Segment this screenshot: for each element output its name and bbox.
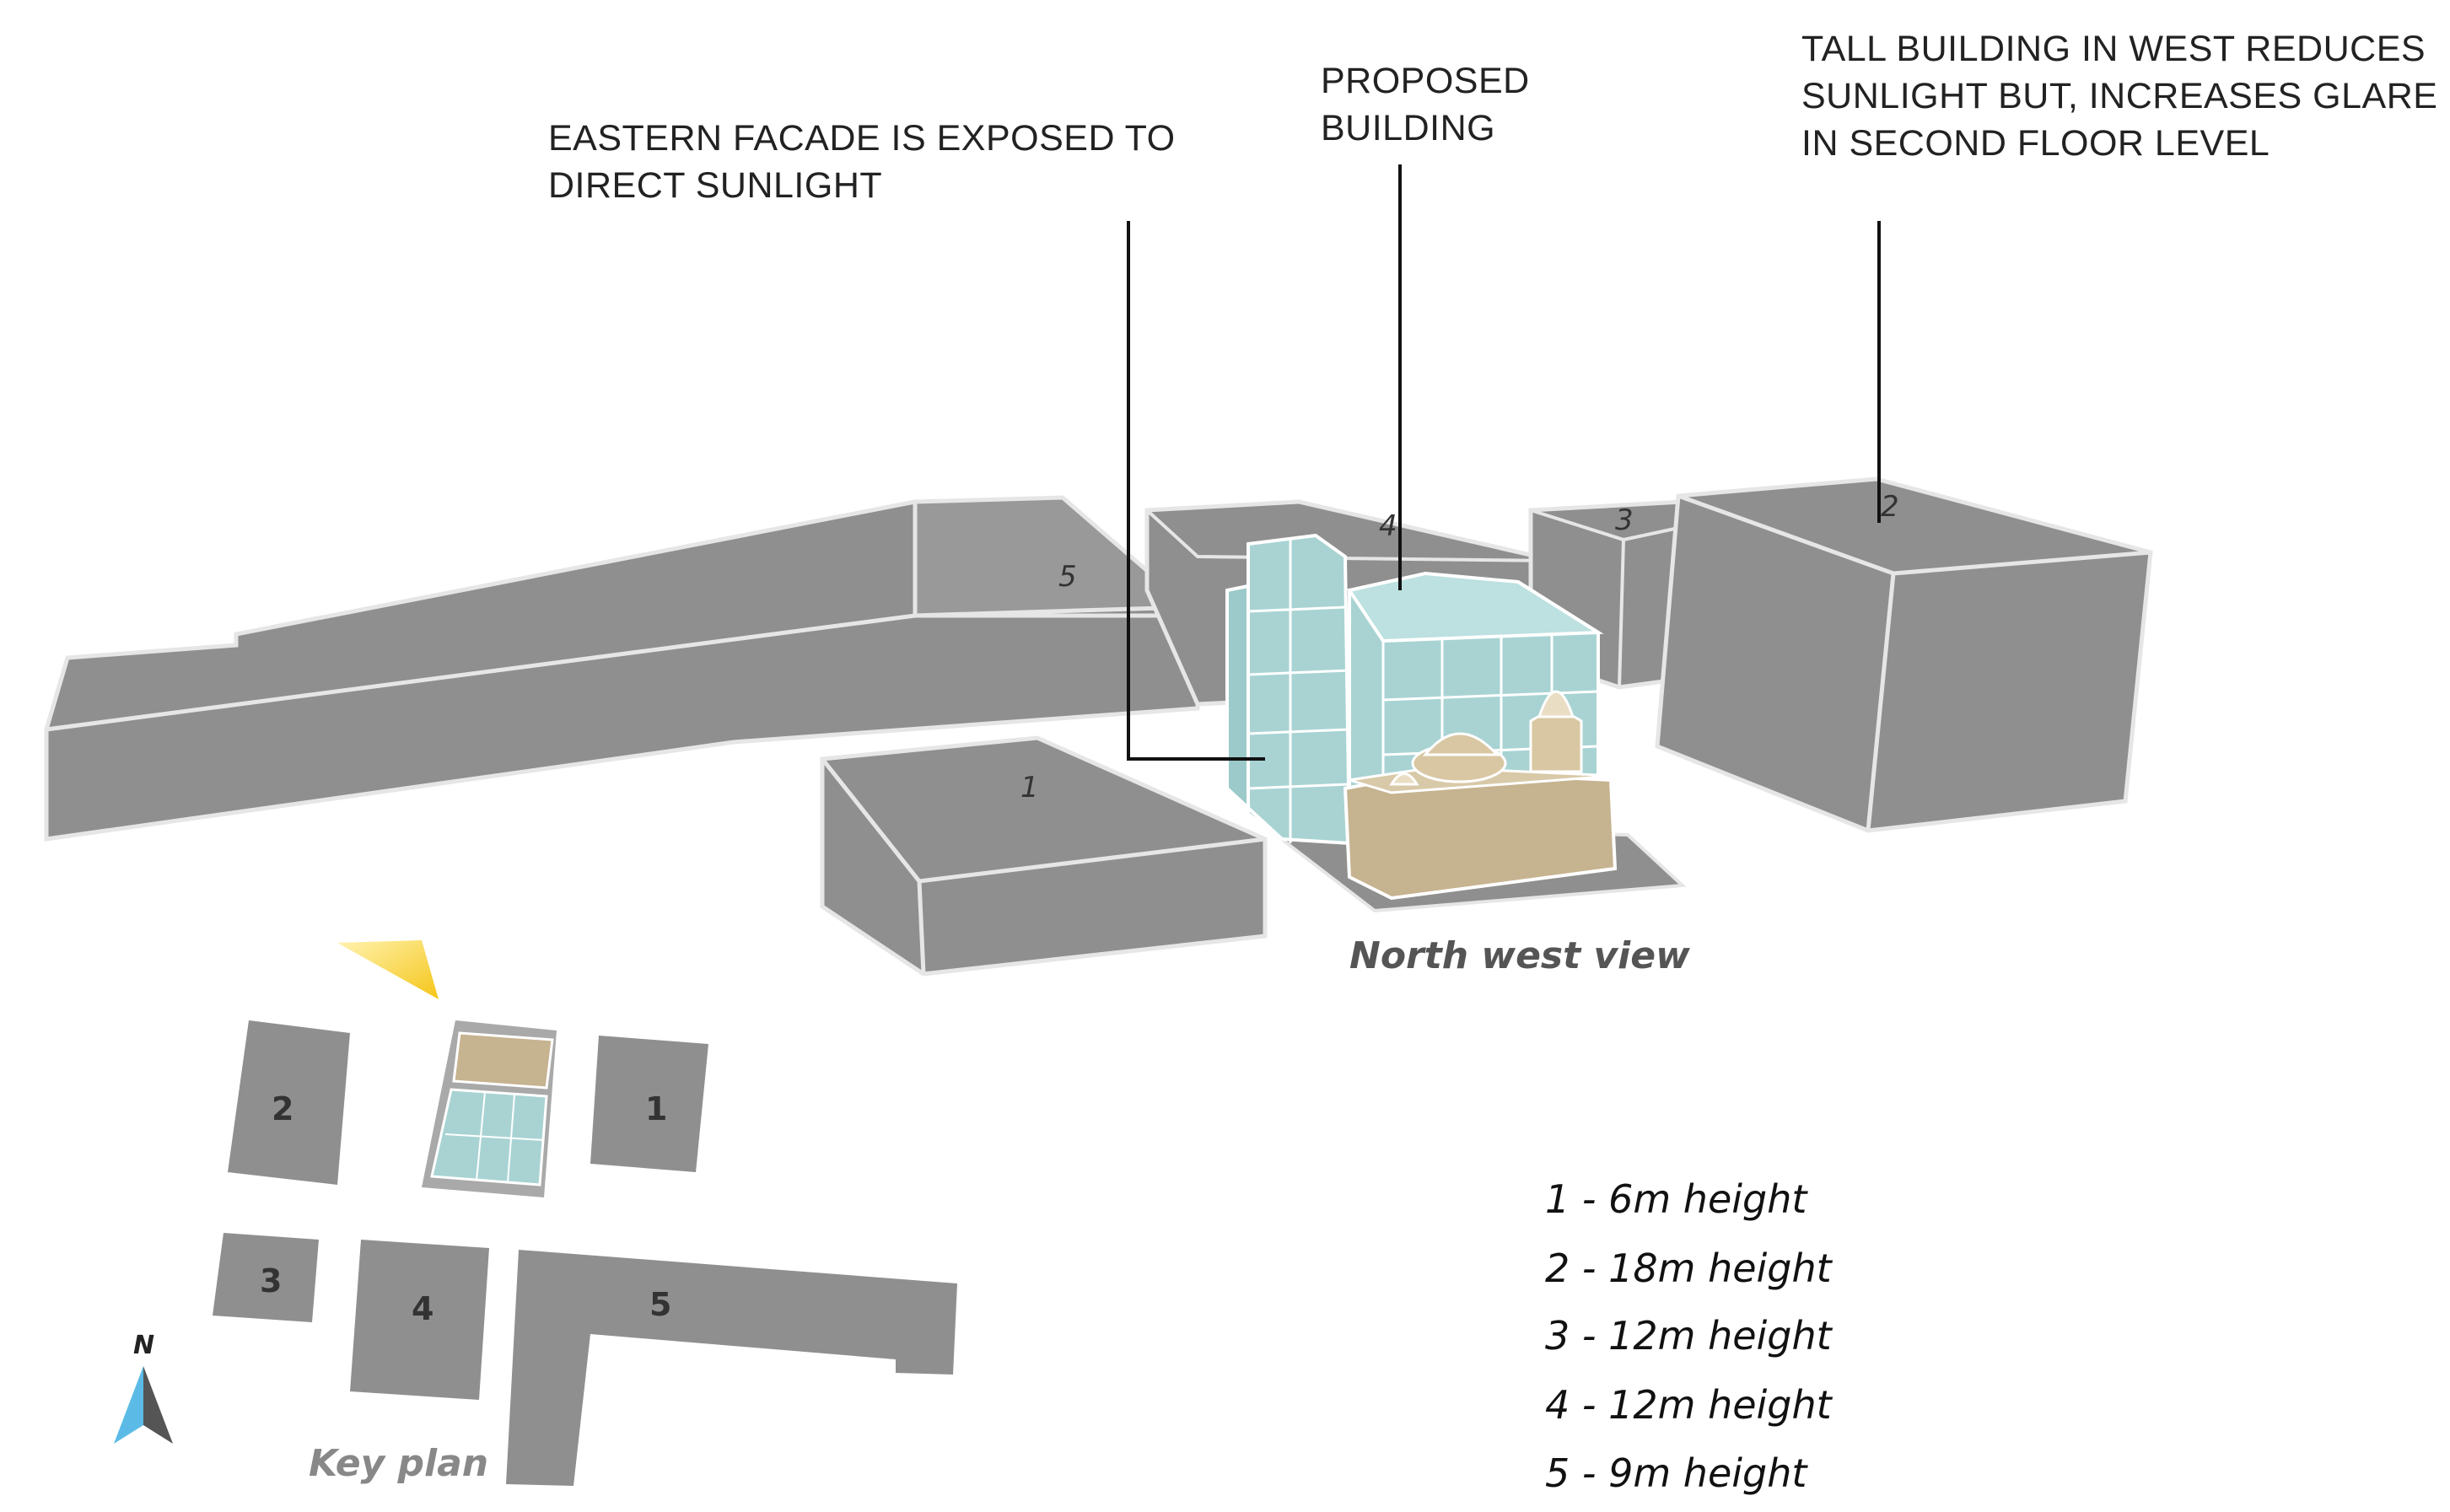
callout-tall-line-1: TALL BUILDING IN WEST REDUCES (1801, 29, 2426, 69)
callout-proposed-line-1: PROPOSED (1321, 61, 1530, 101)
key-label-1: 1 (645, 1090, 667, 1127)
legend-item-1: 1 - 6m height (1545, 1176, 1808, 1222)
key-plan: 2 1 3 4 5 N Key plan (114, 940, 957, 1486)
key-building-4 (350, 1240, 489, 1400)
callout-leaders (1127, 164, 1881, 761)
key-building-3 (213, 1233, 319, 1322)
leader-eastern-facade (1127, 221, 1265, 761)
legend-item-2: 2 - 18m height (1545, 1246, 1833, 1291)
key-label-3: 3 (260, 1262, 282, 1299)
north-arrow-icon (114, 1366, 173, 1444)
legend-item-4: 4 - 12m height (1545, 1382, 1833, 1428)
key-building-2 (228, 1020, 350, 1185)
perspective-building-5: 5 (44, 495, 1200, 842)
perspective-label-3: 3 (1615, 503, 1634, 537)
legend-item-5: 5 - 9m height (1545, 1450, 1808, 1496)
sun-direction-icon (337, 940, 439, 999)
key-building-5 (506, 1250, 957, 1486)
key-label-4: 4 (412, 1290, 433, 1327)
proposed-building (1225, 533, 1687, 913)
callout-tall-building: TALL BUILDING IN WEST REDUCES SUNLIGHT B… (1801, 29, 2437, 164)
legend-item-3: 3 - 12m height (1545, 1313, 1833, 1359)
key-label-2: 2 (272, 1090, 293, 1127)
callout-proposed-building: PROPOSED BUILDING (1321, 61, 1530, 148)
view-caption: North west view (1349, 934, 1690, 977)
perspective-label-2: 2 (1881, 490, 1899, 524)
callout-eastern-facade-line-1: EASTERN FACADE IS EXPOSED TO (548, 118, 1176, 159)
callout-proposed-line-2: BUILDING (1321, 108, 1495, 148)
perspective-building-1: 1 (820, 735, 1268, 977)
callout-tall-line-3: IN SECOND FLOOR LEVEL (1801, 123, 2270, 164)
north-label: N (133, 1331, 154, 1360)
height-legend: 1 - 6m height 2 - 18m height 3 - 12m hei… (1545, 1176, 1833, 1496)
callout-tall-line-2: SUNLIGHT BUT, INCREASES GLARE (1801, 76, 2437, 116)
callout-eastern-facade-line-2: DIRECT SUNLIGHT (548, 165, 882, 206)
callout-eastern-facade: EASTERN FACADE IS EXPOSED TO DIRECT SUNL… (548, 118, 1176, 206)
perspective-label-5: 5 (1058, 560, 1077, 594)
key-label-5: 5 (649, 1286, 671, 1323)
perspective-label-4: 4 (1379, 509, 1397, 543)
key-plan-caption: Key plan (309, 1442, 488, 1485)
perspective-label-1: 1 (1020, 771, 1039, 804)
key-building-1 (590, 1036, 708, 1172)
perspective-building-2: 2 (1655, 476, 2153, 833)
